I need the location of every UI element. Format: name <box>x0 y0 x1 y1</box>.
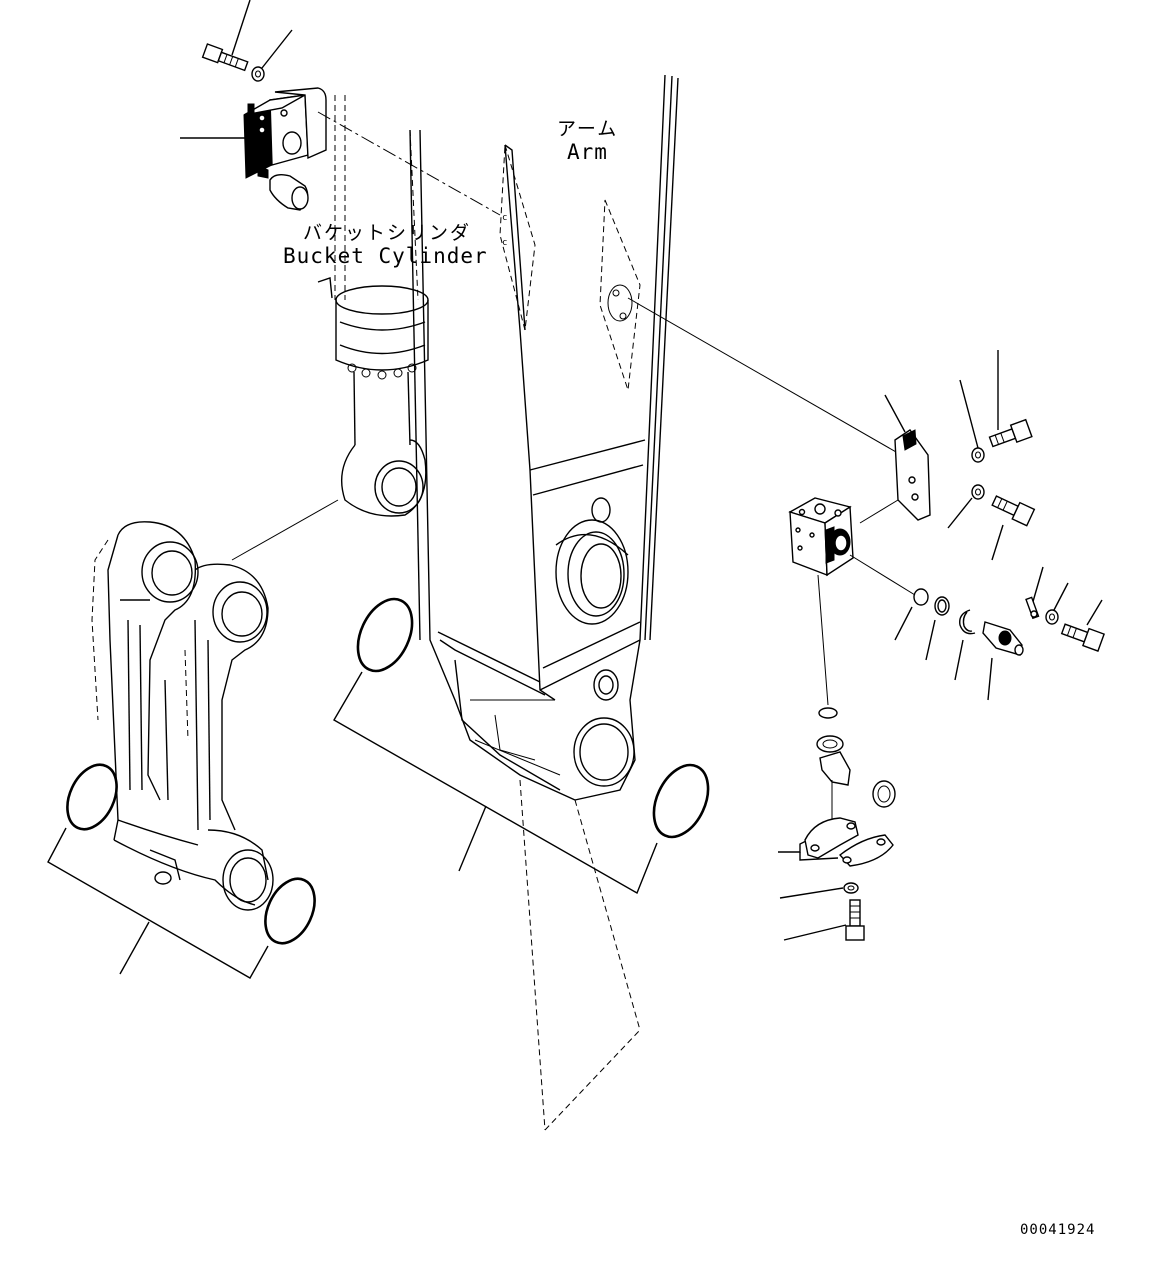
bucket-cylinder <box>317 95 429 517</box>
arm-body <box>409 74 679 1131</box>
right-valve-assembly <box>627 297 1105 941</box>
bucket-cylinder-label-jp: バケットシリンダ <box>303 222 472 244</box>
arm-bracket-outline: c c <box>499 144 641 391</box>
arm-label-en: Arm <box>567 140 608 164</box>
drawing-number: 00041924 <box>1020 1222 1096 1238</box>
arm-label-jp: アーム <box>557 118 619 140</box>
link-assembly <box>91 521 274 911</box>
o-rings <box>66 597 710 945</box>
svg-text:c: c <box>502 213 507 223</box>
svg-text:c: c <box>502 238 507 248</box>
top-valve-block <box>201 43 501 216</box>
bucket-cylinder-label-en: Bucket Cylinder <box>283 244 488 268</box>
